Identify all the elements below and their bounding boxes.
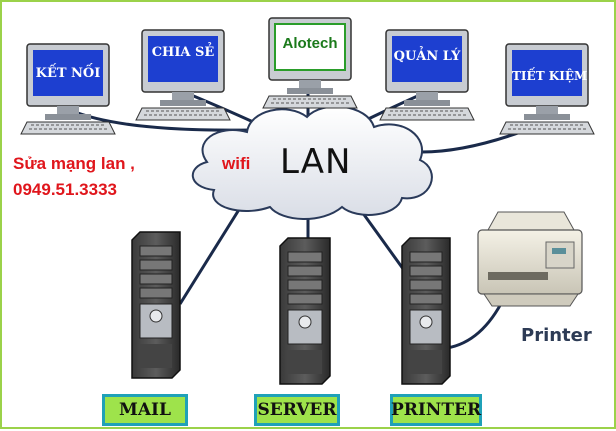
computer-chia-se (135, 29, 231, 121)
tower-server (279, 237, 331, 385)
screen-label-quan-ly: QUẢN LÝ (393, 49, 461, 64)
tower-printer (401, 237, 451, 385)
printer-device (477, 211, 583, 307)
screen-label-ket-noi: KẾT NỐI (35, 66, 101, 81)
computer-tiet-kiem (499, 43, 595, 135)
tower-label-mail: MAIL (102, 394, 188, 426)
lan-label: LAN (280, 142, 352, 182)
tower-mail (131, 231, 181, 379)
contact-phone: 0949.51.3333 (13, 180, 117, 199)
computer-quan-ly (379, 29, 475, 121)
screen-label-chia-se: CHIA SẺ (151, 45, 215, 60)
screen-label-tiet-kiem: TIẾT KIỆM (512, 69, 588, 83)
lan-cloud (191, 105, 433, 220)
printer-label: Printer (521, 325, 592, 346)
tower-label-server: SERVER (254, 394, 340, 426)
screen-label-alotech: Alotech (282, 35, 338, 52)
computer-alotech (262, 17, 358, 109)
wifi-label: wifi (222, 154, 251, 173)
contact-line-1: Sửa mạng lan , (13, 154, 135, 173)
computer-ket-noi (20, 43, 116, 135)
tower-label-printer: PRINTER (390, 394, 482, 426)
